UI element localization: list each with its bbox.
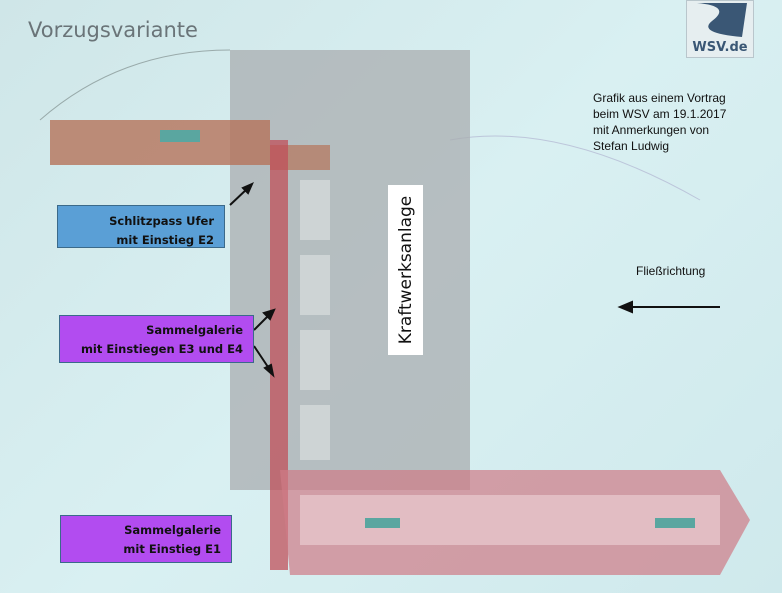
label-line: mit Einstieg E2: [116, 233, 214, 247]
note-line: mit Anmerkungen von: [593, 123, 710, 137]
flow-direction-label: Fließrichtung: [636, 264, 706, 278]
slide-title: Vorzugsvariante: [28, 18, 198, 42]
kraftwerk-text: Kraftwerksanlage: [395, 195, 416, 345]
note-line: beim WSV am 19.1.2017: [593, 107, 727, 121]
power-plant-block: [230, 50, 470, 490]
label-line: mit Einstieg E1: [123, 542, 221, 556]
slot-pass-structure: [50, 120, 270, 165]
logo-text: WSV.de: [692, 40, 748, 55]
label-line: mit Einstiegen E3 und E4: [80, 342, 243, 356]
outline-curve: [39, 49, 231, 121]
label-line: Sammelgalerie: [146, 323, 243, 337]
note-line: Grafik aus einem Vortrag: [593, 91, 726, 105]
kraftwerk-label: Kraftwerksanlage: [388, 185, 423, 355]
annotation-note: Grafik aus einem Vortrag beim WSV am 19.…: [593, 90, 726, 154]
pointer-arrows: [229, 182, 720, 378]
label-schlitzpass: Schlitzpass Ufer mit Einstieg E2: [57, 205, 225, 248]
collection-gallery-channel: [270, 140, 288, 570]
wave-logo-icon: [697, 3, 747, 37]
label-line: Sammelgalerie: [124, 523, 221, 537]
label-sammelgalerie-e3-e4: Sammelgalerie mit Einstiegen E3 und E4: [59, 315, 254, 363]
label-sammelgalerie-e1: Sammelgalerie mit Einstieg E1: [60, 515, 232, 563]
label-line: Schlitzpass Ufer: [109, 214, 214, 228]
note-line: Stefan Ludwig: [593, 139, 670, 153]
wsv-logo: WSV.de: [686, 0, 754, 58]
